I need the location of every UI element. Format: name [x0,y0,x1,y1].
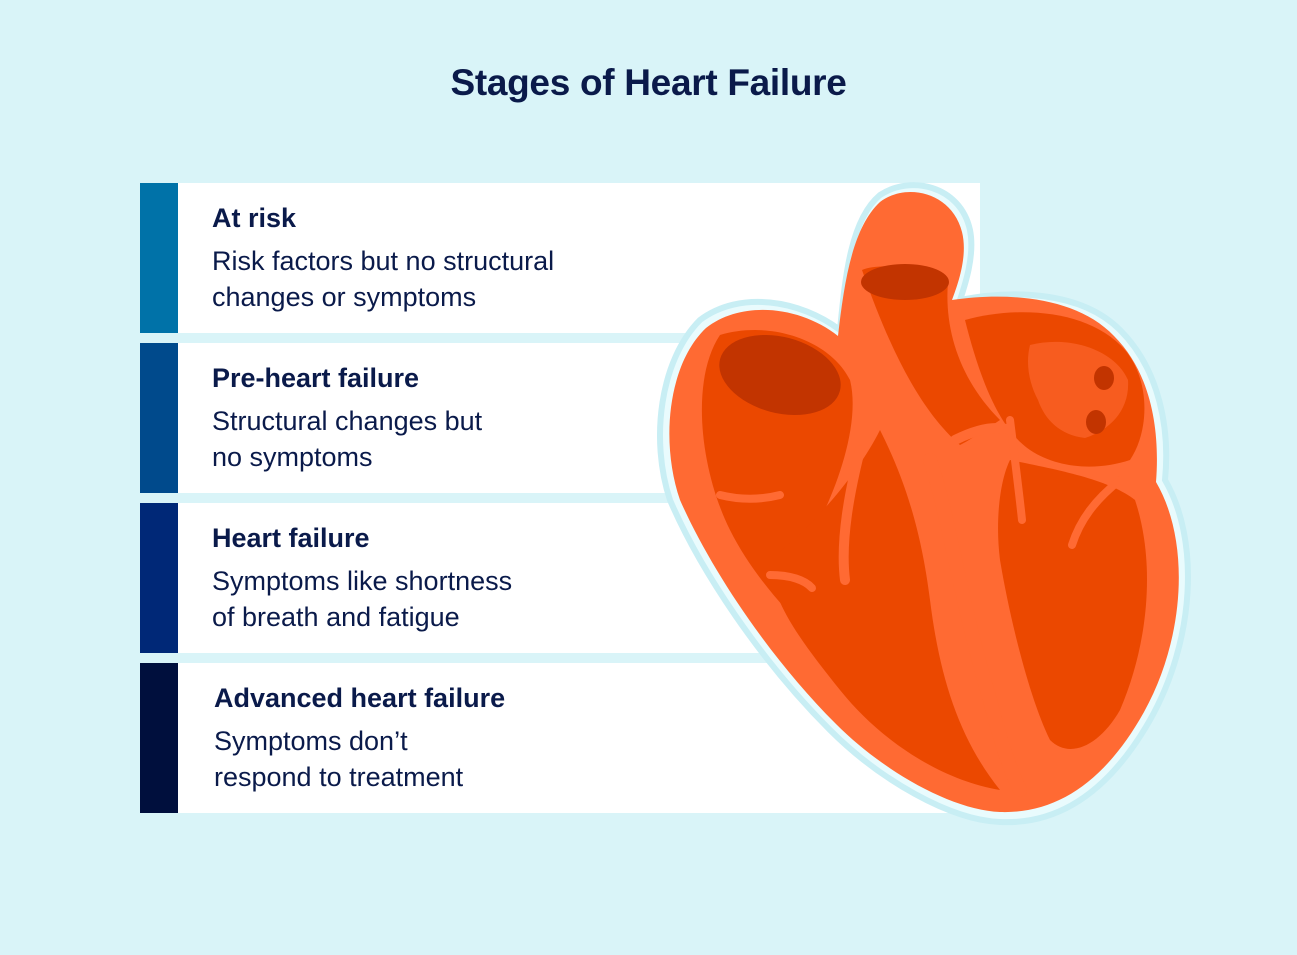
stage-name: Advanced heart failure [214,683,506,713]
stage-color-bar [140,663,178,813]
stage-description-line: Structural changes but [212,406,483,436]
heart-anatomy-icon [657,182,1191,826]
stage-description-line: Symptoms like shortness [212,566,513,596]
stage-description: Structural changes but no symptoms [212,403,482,475]
stage-name: Pre-heart failure [212,363,420,393]
stage-color-bar [140,503,178,653]
stage-card-at-risk: At risk Risk factors but no structural c… [140,183,980,333]
stage-description-line: Symptoms don’t [214,726,408,756]
stage-description-line: of breath and fatigue [212,602,460,632]
stage-description-line: no symptoms [212,442,373,472]
page-title: Stages of Heart Failure [450,62,847,103]
stage-color-bar [140,183,178,333]
stage-color-bar [140,343,178,493]
stage-name: At risk [212,203,297,233]
stage-description: Symptoms don’t respond to treatment [214,723,463,795]
stage-description: Symptoms like shortness of breath and fa… [212,563,512,635]
stage-description-line: changes or symptoms [212,282,477,312]
stage-description-line: Risk factors but no structural [212,246,555,276]
stage-description: Risk factors but no structural changes o… [212,243,554,315]
stage-name: Heart failure [212,523,370,553]
stage-description-line: respond to treatment [214,762,464,792]
